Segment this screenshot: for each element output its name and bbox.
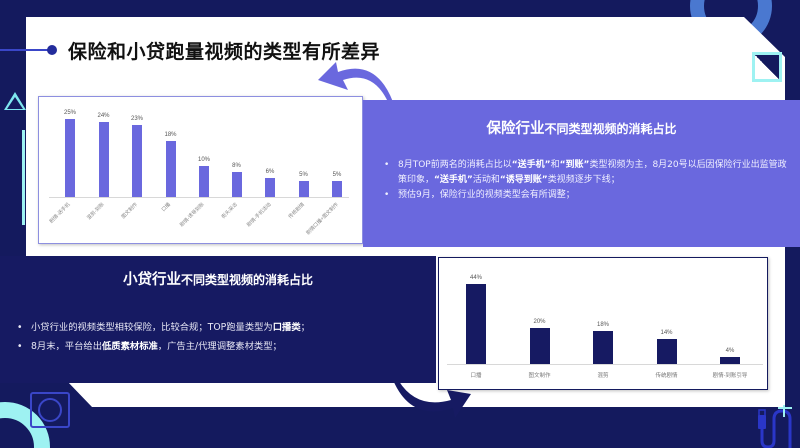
bar bbox=[466, 284, 486, 364]
bar bbox=[720, 356, 740, 364]
x-axis bbox=[447, 364, 763, 365]
bar-value-label: 24% bbox=[97, 113, 110, 120]
cyan-bar-decoration bbox=[22, 130, 25, 225]
bar-column: 10% bbox=[198, 157, 210, 197]
bar-value-label: 14% bbox=[660, 329, 673, 336]
bar bbox=[529, 327, 550, 364]
category-label: 传统剧情 bbox=[655, 373, 678, 379]
bar-value-label: 6% bbox=[265, 169, 275, 176]
bullet-text: 8月末，平台给出 bbox=[31, 341, 102, 352]
bar-value-label: 4% bbox=[725, 347, 735, 354]
bar-value-label: 18% bbox=[164, 131, 177, 138]
highlight-text: “诱导到账” bbox=[499, 175, 548, 185]
bar bbox=[98, 122, 109, 197]
category-label: 剧情口播+图文制作 bbox=[305, 201, 340, 237]
category-label: 口播 bbox=[470, 373, 482, 379]
bar-value-label: 20% bbox=[533, 318, 546, 325]
highlight-text: “送手机” bbox=[434, 175, 473, 185]
bar bbox=[165, 140, 176, 197]
bar-value-label: 23% bbox=[131, 116, 144, 123]
bullet-text: 活动和 bbox=[472, 175, 500, 185]
insurance-bullet-list: 8月TOP前两名的消耗占比以“送手机”和“到账”类型视频为主，8月20号以后因保… bbox=[384, 158, 794, 203]
category-label: 剧情-手机活动 bbox=[246, 201, 273, 229]
chart-plot-area: 25% 24% 23% 18% 10% 8% 6% 5% 5% bbox=[54, 105, 354, 197]
bullet-item: 预估9月，保险行业的视频类型会有所调整； bbox=[384, 188, 794, 203]
loan-panel-title: 小贷行业不同类型视频的消耗占比 bbox=[122, 272, 313, 288]
loan-bar-chart: 44% 20% 18% 14% 4% 口播 图文制作 混剪 传统剧情 剧情-到账引导 bbox=[438, 257, 768, 390]
loan-summary-panel: 小贷行业不同类型视频的消耗占比 小贷行业的视频类型相较保险，比较合规；TOP跑量… bbox=[0, 256, 436, 383]
triangle-decoration-inner bbox=[7, 97, 23, 109]
bar-column: 5% bbox=[298, 172, 309, 197]
square-decoration bbox=[752, 52, 782, 82]
category-label: 图文制作 bbox=[528, 373, 551, 379]
bullet-text: 预估9月，保险行业的视频类型会有所调整； bbox=[398, 190, 575, 200]
bullet-text: 8月TOP前两名的消耗占比以 bbox=[398, 160, 512, 170]
bar bbox=[199, 165, 209, 197]
category-label: 口播 bbox=[161, 201, 173, 214]
bar-column: 20% bbox=[529, 318, 550, 364]
curved-arrow-icon bbox=[318, 62, 393, 102]
title-bullet-dot bbox=[47, 45, 57, 55]
category-label: 剧情-送手机 bbox=[48, 201, 72, 225]
bar bbox=[656, 338, 677, 364]
insurance-bar-chart: 25% 24% 23% 18% 10% 8% 6% 5% 5% 剧情-送手机混剪-到账图文制作 口… bbox=[38, 96, 363, 244]
bar-column: 44% bbox=[466, 275, 486, 364]
insurance-panel-title: 保险行业不同类型视频的消耗占比 bbox=[486, 121, 677, 137]
bar-column: 5% bbox=[332, 172, 342, 197]
bar-value-label: 5% bbox=[332, 172, 342, 179]
plug-icon bbox=[30, 392, 70, 428]
bar-value-label: 25% bbox=[64, 110, 77, 116]
bar-column: 24% bbox=[98, 113, 110, 197]
bar bbox=[593, 331, 613, 364]
bullet-item: 8月末，平台给出低质素材标准，广告主/代理调整素材类型； bbox=[17, 337, 432, 356]
bullet-item: 8月TOP前两名的消耗占比以“送手机”和“到账”类型视频为主，8月20号以后因保… bbox=[384, 158, 794, 188]
bullet-text: 小贷行业的视频类型相较保险，比较合规；TOP跑量类型为 bbox=[31, 322, 273, 333]
bar bbox=[132, 125, 142, 197]
category-label: 剧情-诱导到账 bbox=[179, 201, 206, 229]
bar-column: 14% bbox=[656, 329, 677, 364]
highlight-text: 口播类 bbox=[272, 322, 301, 333]
bar bbox=[265, 178, 275, 197]
bar-column: 23% bbox=[131, 116, 143, 197]
title-connector-line bbox=[0, 49, 50, 51]
bullet-text: 类视频逐步下线； bbox=[547, 175, 620, 185]
bar-column: 8% bbox=[231, 163, 242, 197]
x-axis bbox=[49, 197, 349, 198]
chart-plot-area: 44% 20% 18% 14% 4% bbox=[439, 268, 769, 364]
bullet-text: ； bbox=[300, 322, 310, 333]
category-label: 剧情-到账引导 bbox=[712, 373, 748, 379]
page-title: 保险和小贷跑量视频的类型有所差异 bbox=[68, 41, 381, 63]
bar-value-label: 44% bbox=[469, 275, 482, 281]
loan-bullet-list: 小贷行业的视频类型相较保险，比较合规；TOP跑量类型为口播类；8月末，平台给出低… bbox=[17, 318, 432, 356]
category-label: 混剪-到账 bbox=[85, 201, 106, 222]
insurance-summary-panel: 保险行业不同类型视频的消耗占比 8月TOP前两名的消耗占比以“送手机”和“到账”… bbox=[363, 100, 800, 247]
bullet-item: 小贷行业的视频类型相较保险，比较合规；TOP跑量类型为口播类； bbox=[17, 318, 432, 337]
bar-value-label: 8% bbox=[232, 163, 241, 170]
bullet-text: 类型视频为主，8月20号以后因保险行业出监管政策印象， bbox=[398, 160, 787, 185]
bar-column: 18% bbox=[165, 132, 177, 197]
highlight-text: “到账” bbox=[559, 160, 590, 170]
curved-arrow-icon bbox=[393, 378, 471, 418]
bar bbox=[231, 172, 242, 197]
bar bbox=[332, 181, 342, 197]
bullet-text: ，广告主/代理调整素材类型； bbox=[157, 341, 282, 352]
bar-column: 18% bbox=[593, 322, 613, 364]
bar-value-label: 18% bbox=[596, 322, 609, 329]
bar-column: 4% bbox=[720, 348, 740, 364]
bar-column: 25% bbox=[64, 110, 76, 197]
highlight-text: “送手机” bbox=[511, 160, 551, 170]
bullet-text: 和 bbox=[550, 160, 560, 170]
bar-value-label: 5% bbox=[299, 172, 308, 179]
bar bbox=[298, 181, 309, 197]
category-label: 混剪 bbox=[597, 373, 609, 379]
category-label: 街头采访 bbox=[221, 201, 240, 221]
bar-column: 6% bbox=[265, 169, 275, 197]
highlight-text: 低质素材标准 bbox=[102, 341, 158, 352]
usb-cable-icon bbox=[758, 405, 792, 448]
bar-value-label: 10% bbox=[198, 156, 211, 163]
category-label: 传统剧情 bbox=[288, 201, 307, 221]
bar bbox=[65, 119, 75, 197]
category-label: 图文制作 bbox=[120, 201, 139, 221]
